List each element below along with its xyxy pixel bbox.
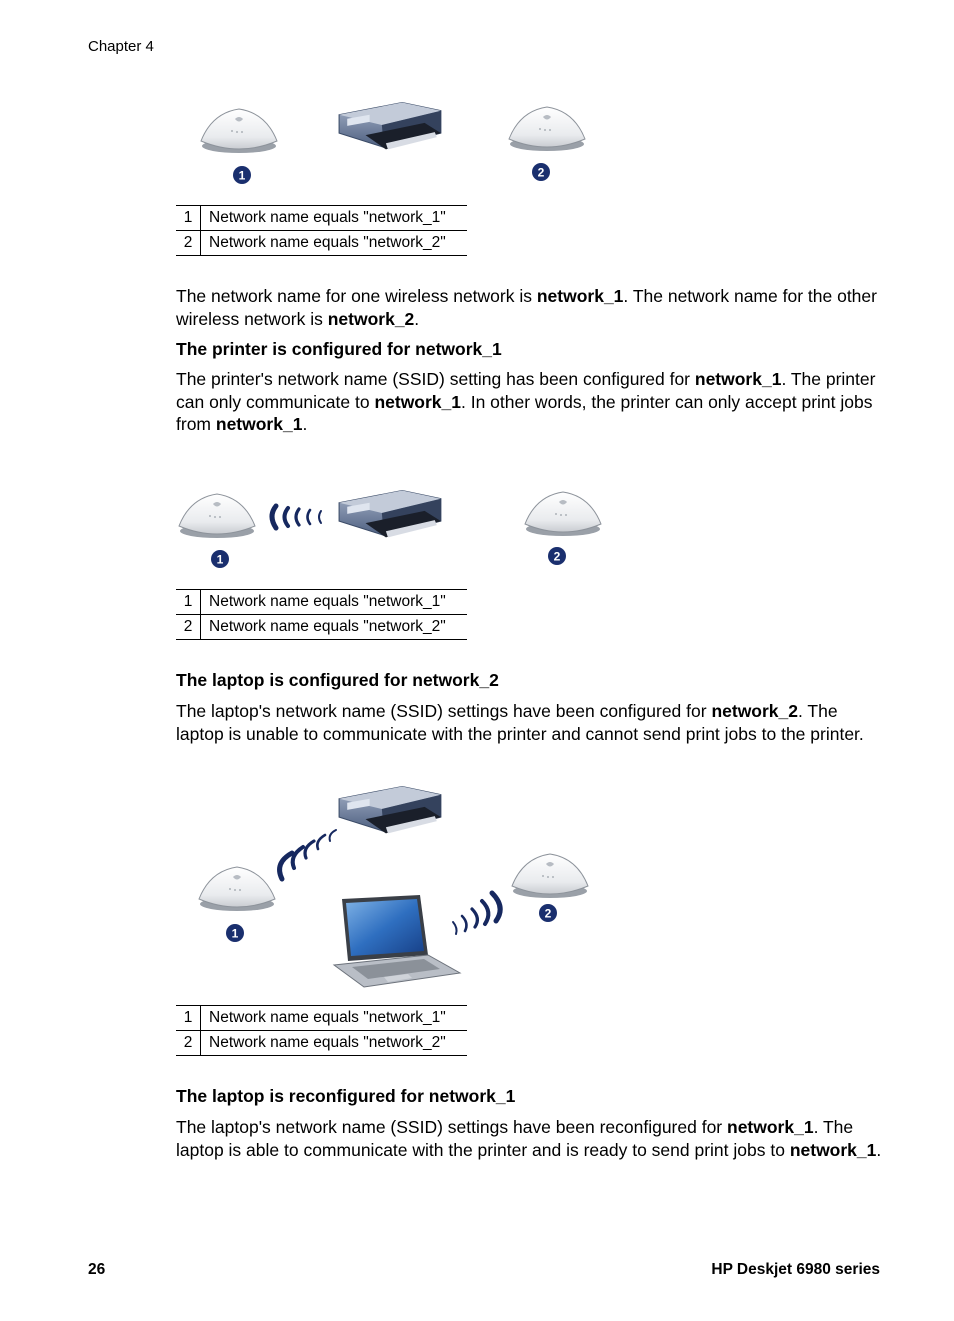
legend-row: 1 Network name equals "network_1" [176,589,467,615]
legend-row: 2 Network name equals "network_2" [176,230,467,256]
callout-2-badge: 2 [532,163,550,181]
legend-row: 2 Network name equals "network_2" [176,614,467,640]
legend-number: 2 [176,1030,201,1056]
figure-3-legend: 1 Network name equals "network_1" 2 Netw… [176,1005,467,1056]
intro-paragraph: The network name for one wireless networ… [176,286,877,329]
legend-text: Network name equals "network_1" [200,1005,467,1031]
callout-1-badge: 1 [211,550,229,568]
callout-2-badge: 2 [539,904,557,922]
callout-1-label: 1 [217,553,224,567]
callout-2-label: 2 [545,907,552,921]
figure-1-legend: 1 Network name equals "network_1" 2 Netw… [176,205,467,256]
printer-icon [338,490,442,538]
callout-2-badge: 2 [548,547,566,565]
callout-1-label: 1 [239,169,246,183]
legend-text: Network name equals "network_2" [200,1030,467,1056]
callout-1-badge: 1 [226,924,244,942]
callout-1-badge: 1 [233,166,251,184]
section-heading: The laptop is reconfigured for network_1 [176,1086,516,1106]
laptop-icon [333,894,461,988]
figure-2-illustration: 1 2 [178,490,602,568]
callout-2-label: 2 [554,550,561,564]
base-station-2-icon [508,106,586,152]
base-station-1-icon [198,866,276,912]
figure-2-legend: 1 Network name equals "network_1" 2 Netw… [176,589,467,640]
legend-row: 1 Network name equals "network_1" [176,1005,467,1031]
figure-3-illustration: 1 2 [198,786,589,988]
legend-number: 1 [176,1005,201,1031]
legend-number: 1 [176,589,201,615]
printer-icon [338,786,442,834]
printer-icon [338,102,442,150]
section-paragraph: The laptop's network name (SSID) setting… [176,1117,882,1160]
base-station-2-icon [524,491,602,537]
wireless-signal-icon [269,503,322,531]
base-station-2-icon [511,853,589,899]
section-heading: The laptop is configured for network_2 [176,670,499,690]
legend-row: 2 Network name equals "network_2" [176,1030,467,1056]
legend-number: 2 [176,230,201,256]
legend-text: Network name equals "network_1" [200,589,467,615]
legend-text: Network name equals "network_1" [200,205,467,231]
legend-row: 1 Network name equals "network_1" [176,205,467,231]
page-number: 26 [88,1261,106,1278]
chapter-label: Chapter 4 [88,38,154,55]
legend-text: Network name equals "network_2" [200,614,467,640]
product-name: HP Deskjet 6980 series [711,1261,880,1278]
legend-number: 1 [176,205,201,231]
section-heading: The printer is configured for network_1 [176,339,502,359]
base-station-1-icon [200,108,278,154]
base-station-1-icon [178,493,256,539]
wireless-signal-left-icon [277,829,337,882]
figure-1-illustration: 1 2 [200,102,586,184]
legend-text: Network name equals "network_2" [200,230,467,256]
callout-1-label: 1 [232,927,239,941]
legend-number: 2 [176,614,201,640]
callout-2-label: 2 [538,166,545,180]
section-paragraph: The laptop's network name (SSID) setting… [176,701,864,744]
section-paragraph: The printer's network name (SSID) settin… [176,369,876,434]
wireless-signal-right-icon [452,890,503,935]
